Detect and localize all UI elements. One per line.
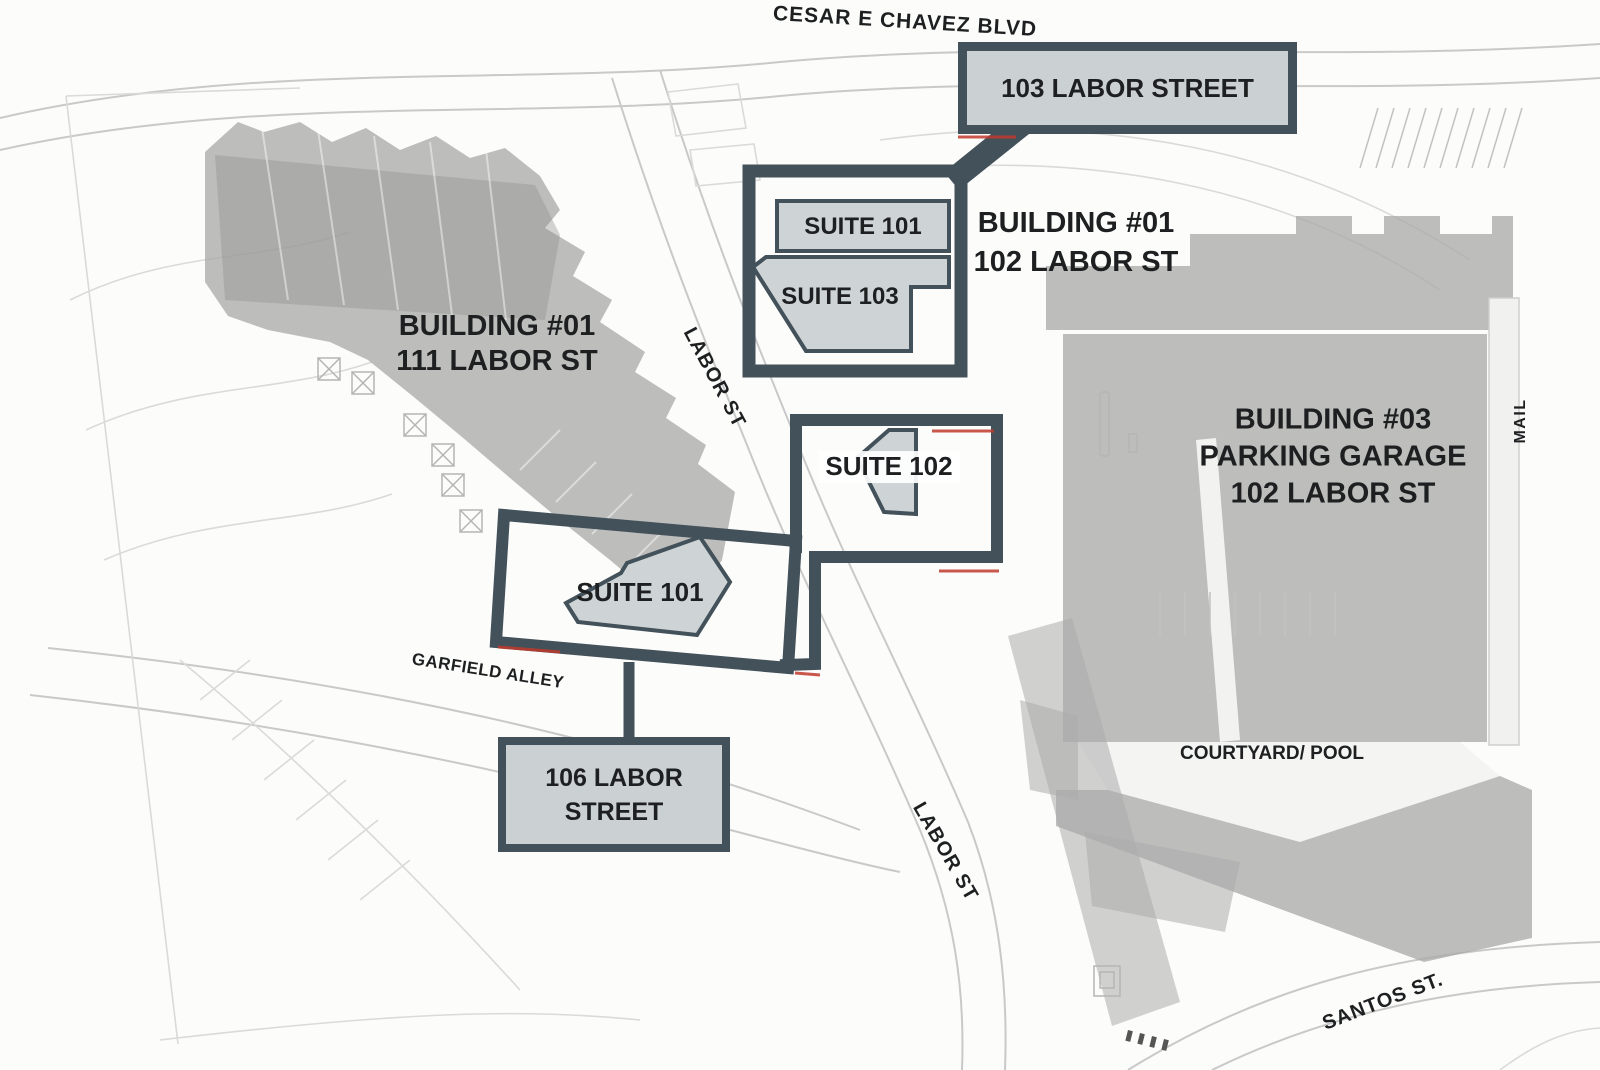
building-01-west-line1: BUILDING #01 — [398, 310, 596, 342]
building-03-line1: BUILDING #03 — [1234, 403, 1432, 436]
labor-st-lower-block — [1008, 618, 1180, 1026]
building-03-garage-label: BUILDING #03 PARKING GARAGE 102 LABOR ST — [1200, 402, 1467, 513]
building-01-west-mass — [205, 122, 735, 612]
suite-101-lower-outline — [489, 508, 803, 675]
suite-101-lower-shape — [563, 534, 733, 638]
red-accent-lines — [497, 135, 1016, 677]
building-01-east-line2: 102 LABOR ST — [973, 246, 1179, 278]
callout-106-line2: STREET — [564, 797, 664, 826]
suite-101-lower-label: SUITE 101 — [576, 577, 704, 608]
callout-103-labor-street: 103 LABOR STREET — [958, 42, 1297, 134]
building-03-garage-mass — [1063, 334, 1487, 742]
garage-ramp — [1196, 438, 1240, 742]
callout-103-text: 103 LABOR STREET — [1001, 72, 1254, 103]
suite-101-upper-label: SUITE 101 — [804, 213, 922, 241]
building-01-east-label: BUILDING #01 102 LABOR ST — [974, 204, 1179, 282]
garage-details — [1099, 391, 1336, 636]
building-03-line2: PARKING GARAGE — [1199, 440, 1467, 473]
suite-103-shape — [750, 255, 951, 353]
patio-boxes — [317, 357, 483, 533]
parking-stripes — [179, 659, 521, 991]
mail-label: MAIL — [1511, 398, 1529, 444]
south-wing-mass — [1056, 776, 1532, 962]
callout-103-leader — [944, 130, 1034, 190]
lease-boundary-outline — [779, 414, 1003, 672]
mid-south-block — [1085, 832, 1240, 932]
building-01-west-label: BUILDING #01 111 LABOR ST — [396, 309, 597, 379]
building-03-line3: 102 LABOR ST — [1230, 477, 1436, 510]
courtyard-area — [1078, 742, 1500, 842]
mail-strip — [1488, 297, 1520, 746]
callout-106-line1: 106 LABOR — [545, 763, 683, 792]
suite-inset-outline — [742, 164, 968, 378]
building-01-west-line2: 111 LABOR ST — [396, 345, 598, 377]
suite-103-label: SUITE 103 — [781, 283, 899, 311]
building-01-west-shading — [215, 155, 560, 320]
suite-101-upper-shape — [775, 199, 951, 253]
trash-enclosure — [1093, 965, 1169, 1051]
building-01-east-line1: BUILDING #01 — [977, 207, 1175, 239]
building-01-east-mass — [1046, 216, 1513, 330]
courtyard-pool-label: COURTYARD/ POOL — [1179, 743, 1365, 765]
suite-102-label: SUITE 102 — [818, 451, 960, 483]
callout-106-labor-street: 106 LABOR STREET — [498, 737, 730, 852]
crosswalk-hatch — [1359, 107, 1523, 169]
